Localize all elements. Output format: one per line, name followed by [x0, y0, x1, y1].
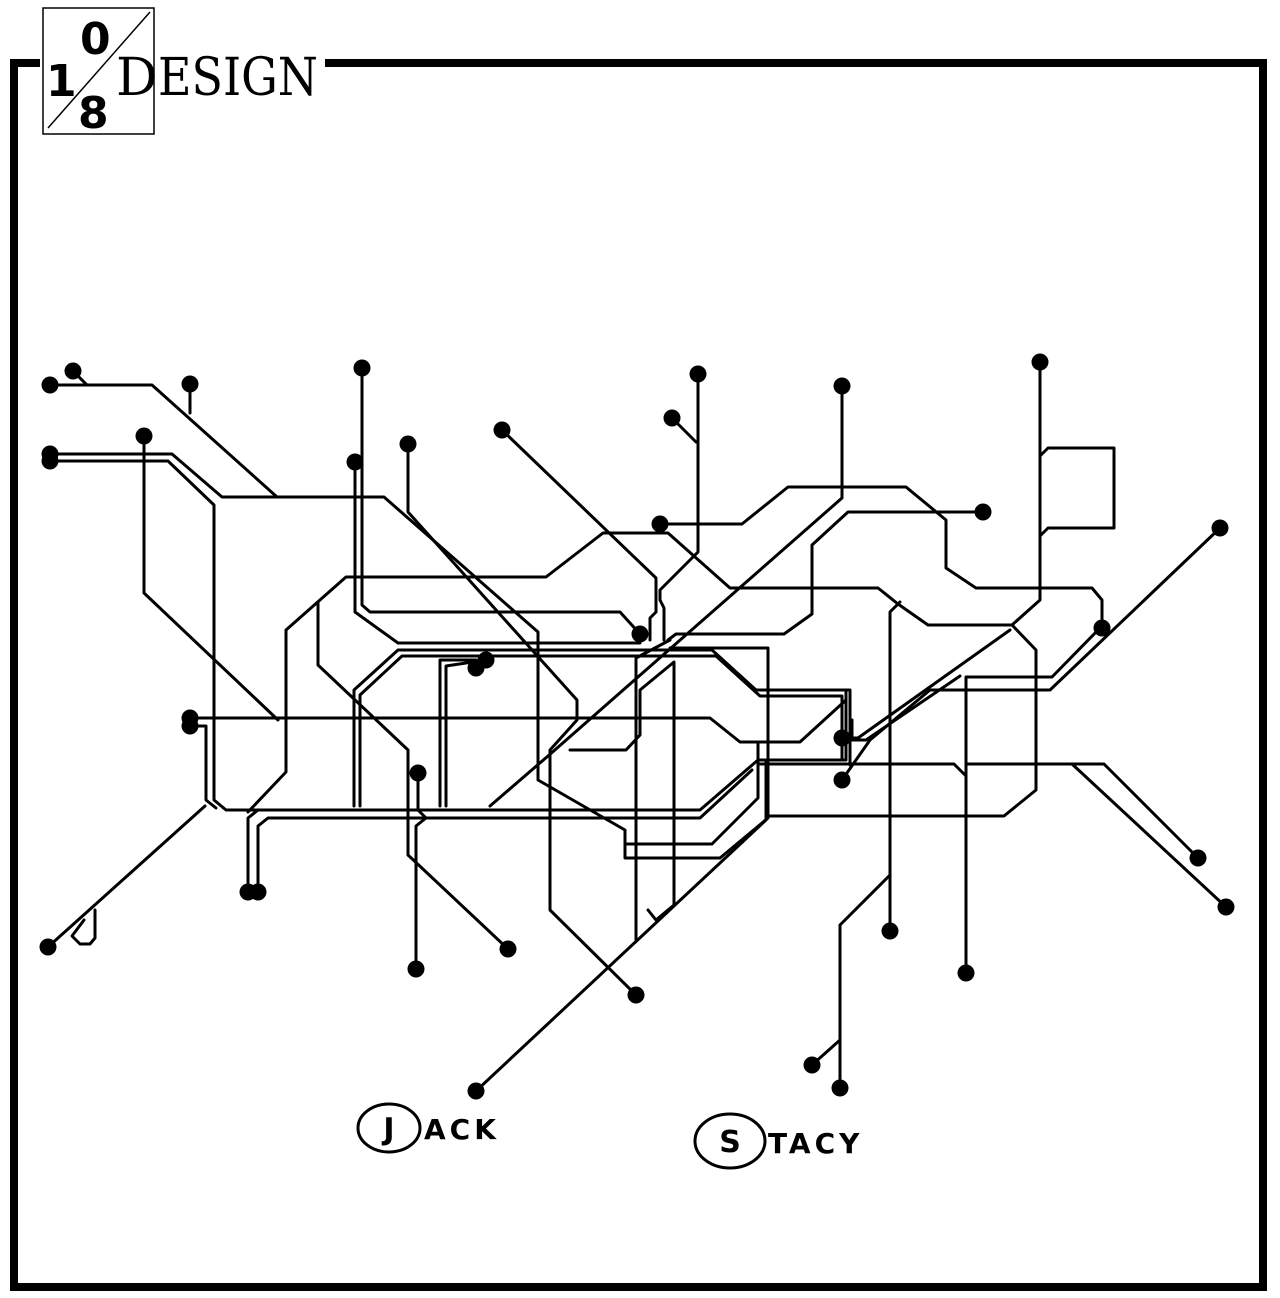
station-dot	[64, 362, 82, 380]
name-stacy: S TACY	[693, 1112, 863, 1170]
jack-rest: ACK	[424, 1113, 500, 1146]
station-dot	[651, 515, 669, 533]
station-dot	[974, 503, 992, 521]
metro-line	[840, 526, 1222, 782]
metro-line	[658, 485, 1104, 630]
metro-line	[316, 600, 510, 951]
station-dot	[1217, 898, 1235, 916]
metro-line	[48, 452, 770, 860]
station-dot	[1189, 849, 1207, 867]
logo-numerator: 0	[80, 14, 111, 65]
metro-line	[474, 758, 768, 1093]
station-dot	[181, 375, 199, 393]
station-dot	[407, 960, 425, 978]
metro-lines	[46, 360, 1228, 1093]
station-dot	[41, 376, 59, 394]
metro-line	[48, 383, 279, 499]
station-dot	[499, 940, 517, 958]
metro-line	[764, 360, 1042, 818]
stacy-roundel	[693, 1112, 767, 1170]
station-dot	[409, 764, 427, 782]
metro-line	[188, 724, 218, 810]
station-dot	[39, 938, 57, 956]
metro-line	[838, 873, 892, 1090]
station-dot	[833, 771, 851, 789]
metro-line	[1038, 446, 1116, 538]
station-dot	[1211, 519, 1229, 537]
metro-line	[850, 674, 962, 742]
metro-line	[48, 459, 848, 812]
metro-line	[246, 808, 260, 894]
metro-line	[964, 762, 1200, 860]
logo-letter-d: D	[116, 48, 158, 108]
metro-line	[500, 428, 658, 642]
name-jack: J ACK	[356, 1102, 500, 1154]
metro-line	[840, 628, 1012, 740]
poster-frame	[10, 59, 1267, 1291]
station-dot	[689, 365, 707, 383]
station-dot	[493, 421, 511, 439]
station-dot	[1093, 619, 1111, 637]
station-dot	[249, 883, 267, 901]
metro-line	[634, 638, 672, 942]
station-dot	[41, 452, 59, 470]
metro-line	[488, 384, 844, 808]
metro-line	[758, 762, 968, 778]
metro-line	[246, 531, 1014, 814]
logo-whole: 1	[46, 56, 77, 107]
metro-line	[358, 654, 844, 808]
station-dot	[831, 1079, 849, 1097]
metro-line	[142, 434, 280, 722]
metro-line	[666, 510, 985, 642]
metro-line	[658, 372, 700, 642]
station-dot	[399, 435, 417, 453]
metro-line	[188, 698, 848, 744]
metro-line	[352, 648, 852, 808]
station-dot	[346, 453, 364, 471]
metro-line	[256, 768, 754, 894]
station-dot	[631, 625, 649, 643]
jack-roundel	[356, 1102, 422, 1154]
metro-line	[46, 804, 207, 949]
stacy-initial: S	[719, 1125, 741, 1160]
metro-line	[1070, 762, 1228, 909]
station-dot	[833, 377, 851, 395]
metro-line	[568, 660, 676, 922]
logo-denominator: 8	[78, 88, 109, 139]
metro-line	[406, 442, 638, 997]
logo-diagonal	[47, 11, 151, 129]
stacy-rest: TACY	[768, 1127, 863, 1160]
station-dot	[957, 964, 975, 982]
metro-line	[353, 460, 642, 645]
metro-line	[964, 626, 1102, 975]
station-dot	[1031, 353, 1049, 371]
metro-line	[444, 658, 488, 808]
logo-word: ESIGN	[158, 48, 318, 108]
metro-line	[888, 600, 902, 933]
station-dot	[833, 729, 851, 747]
jack-initial: J	[381, 1112, 394, 1147]
station-dot	[181, 717, 199, 735]
metro-line	[438, 658, 478, 808]
brand-logo: 0 1 8 D ESIGN	[42, 7, 318, 139]
station-dot	[135, 427, 153, 445]
station-dot	[477, 651, 495, 669]
metro-line	[624, 742, 760, 846]
station-dot	[663, 409, 681, 427]
metro-line	[414, 771, 428, 971]
station-dot	[627, 986, 645, 1004]
station-dot	[353, 359, 371, 377]
station-dot	[803, 1056, 821, 1074]
metro-line	[70, 908, 97, 946]
station-dot	[467, 1082, 485, 1100]
metro-line	[360, 366, 642, 636]
station-dot	[881, 922, 899, 940]
metro-stations	[39, 353, 1235, 1100]
